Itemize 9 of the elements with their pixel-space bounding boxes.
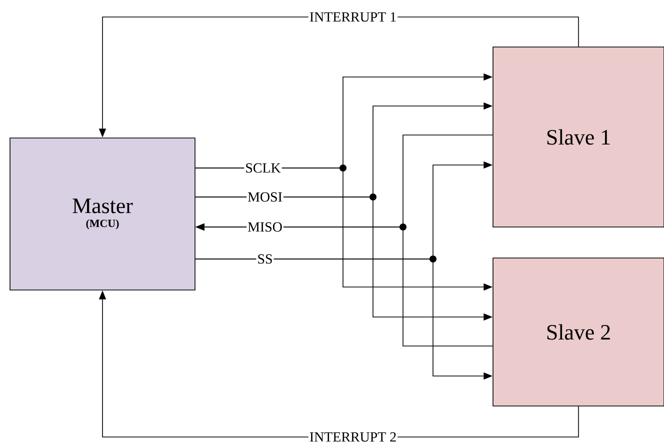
edge-label: SCLK (244, 162, 282, 174)
edge-label: MOSI (246, 191, 284, 203)
edge-label: INTERRUPT 1 (308, 11, 398, 23)
master-box: Master (MCU) (10, 138, 196, 290)
edge-label: INTERRUPT 2 (308, 431, 398, 443)
edge-label: SS (256, 253, 274, 265)
slave-box: Slave 1 (492, 46, 664, 228)
slave-box: Slave 2 (492, 258, 664, 406)
edge-label: MISO (246, 221, 284, 233)
